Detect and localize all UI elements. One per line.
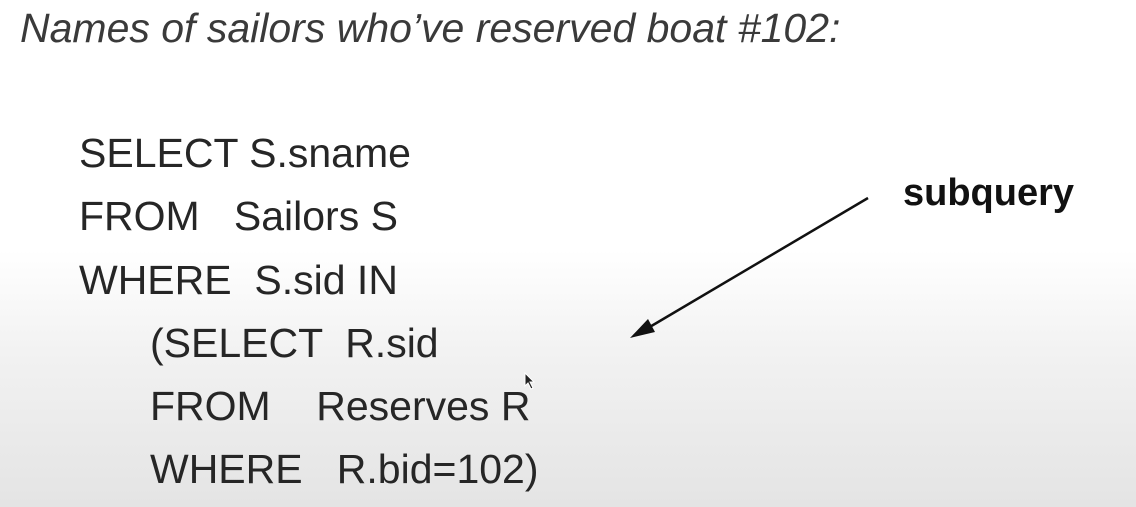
arrow-shaft	[647, 196, 869, 330]
query-line-select: SELECT S.sname	[79, 130, 411, 176]
subquery-line-where: WHERE R.bid=102)	[150, 446, 539, 492]
query-line-where: WHERE S.sid IN	[79, 257, 398, 303]
slide-title: Names of sailors who’ve reserved boat #1…	[20, 5, 841, 51]
subquery-line-from: FROM Reserves R	[150, 383, 531, 429]
query-line-from: FROM Sailors S	[79, 193, 398, 239]
subquery-label: subquery	[903, 172, 1075, 214]
subquery-line-select: (SELECT R.sid	[150, 320, 439, 366]
arrow-head	[630, 319, 655, 338]
mouse-cursor-icon	[524, 372, 536, 390]
